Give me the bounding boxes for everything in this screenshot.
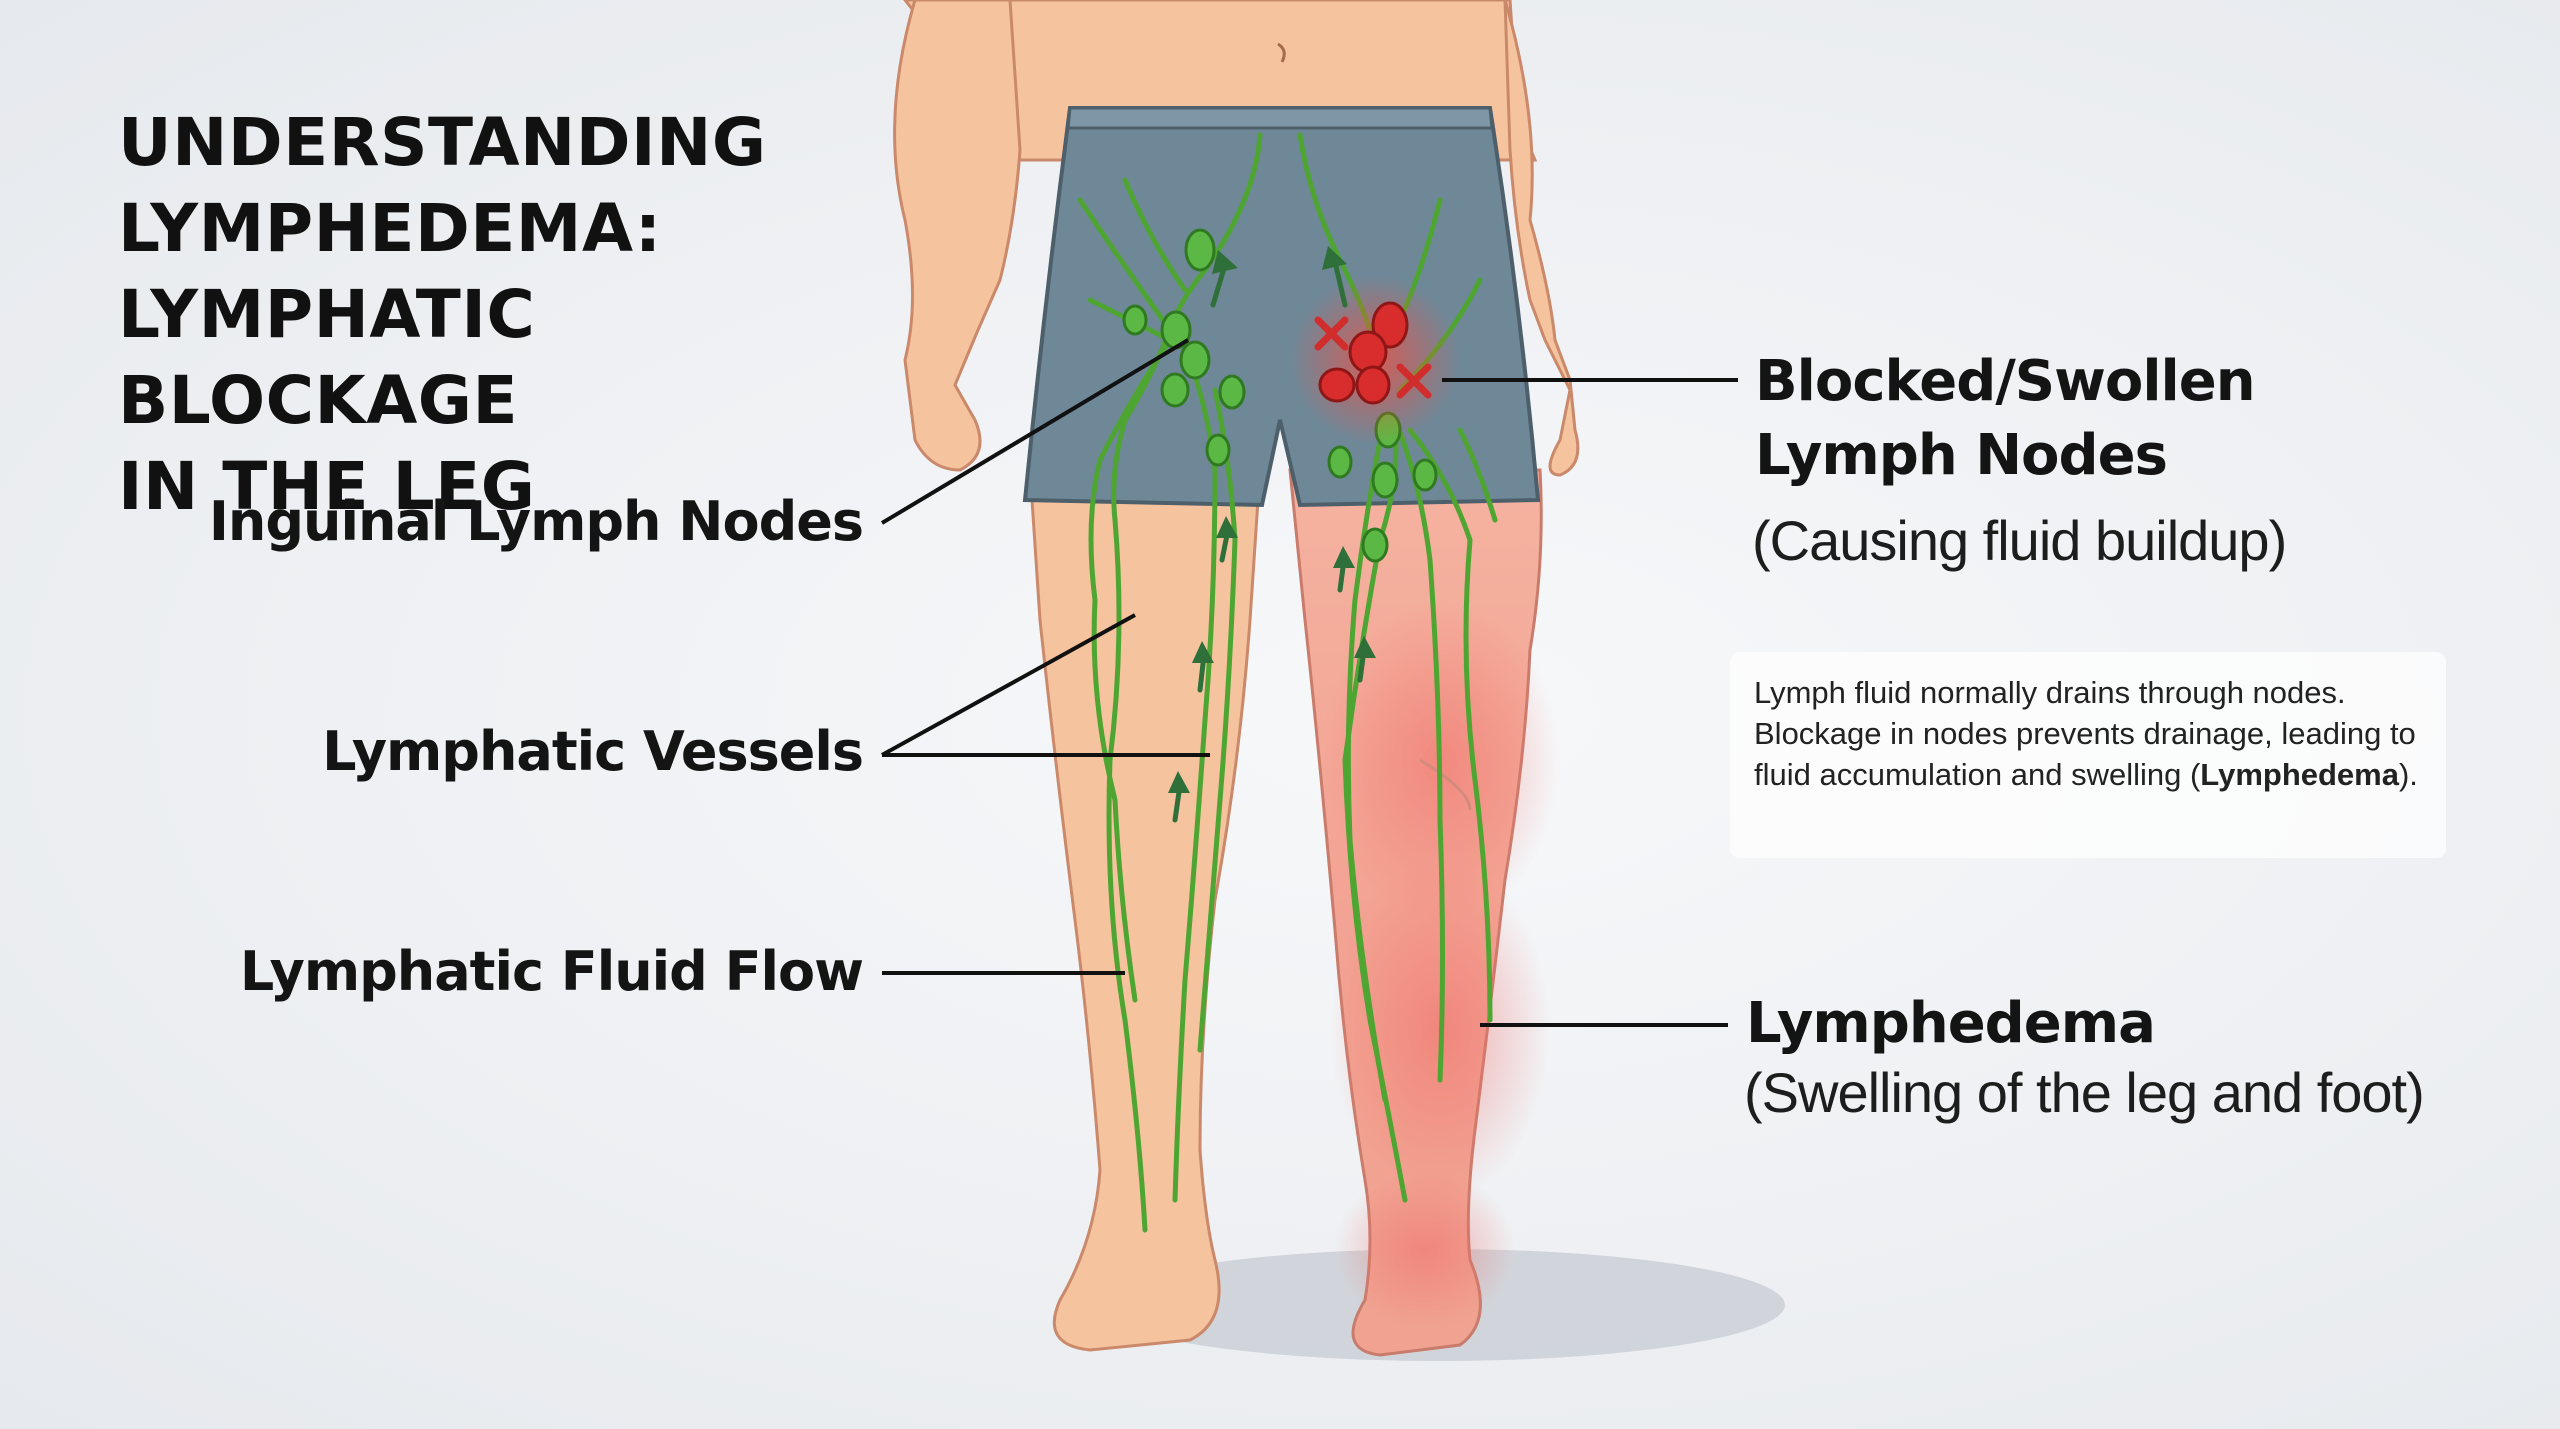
label-blocked-nodes-sub: (Causing fluid buildup) xyxy=(1752,508,2286,573)
info-bold: Lymphedema xyxy=(2200,757,2399,792)
label-lymphatic-fluid-flow: Lymphatic Fluid Flow xyxy=(240,940,863,1003)
label-inguinal-lymph-nodes: Inguinal Lymph Nodes xyxy=(209,490,863,553)
label-lymphatic-vessels: Lymphatic Vessels xyxy=(322,720,863,783)
info-text-end: ). xyxy=(2399,757,2418,792)
label-blocked-nodes-line1: Blocked/Swollen xyxy=(1755,345,2255,419)
info-box: Lymph fluid normally drains through node… xyxy=(1730,652,2446,858)
label-lymphedema-sub: (Swelling of the leg and foot) xyxy=(1744,1060,2424,1125)
label-blocked-nodes-line2: Lymph Nodes xyxy=(1755,419,2167,493)
label-lymphedema: Lymphedema xyxy=(1746,987,2155,1061)
page-title: UNDERSTANDING LYMPHEDEMA: LYMPHATIC BLOC… xyxy=(118,100,938,530)
